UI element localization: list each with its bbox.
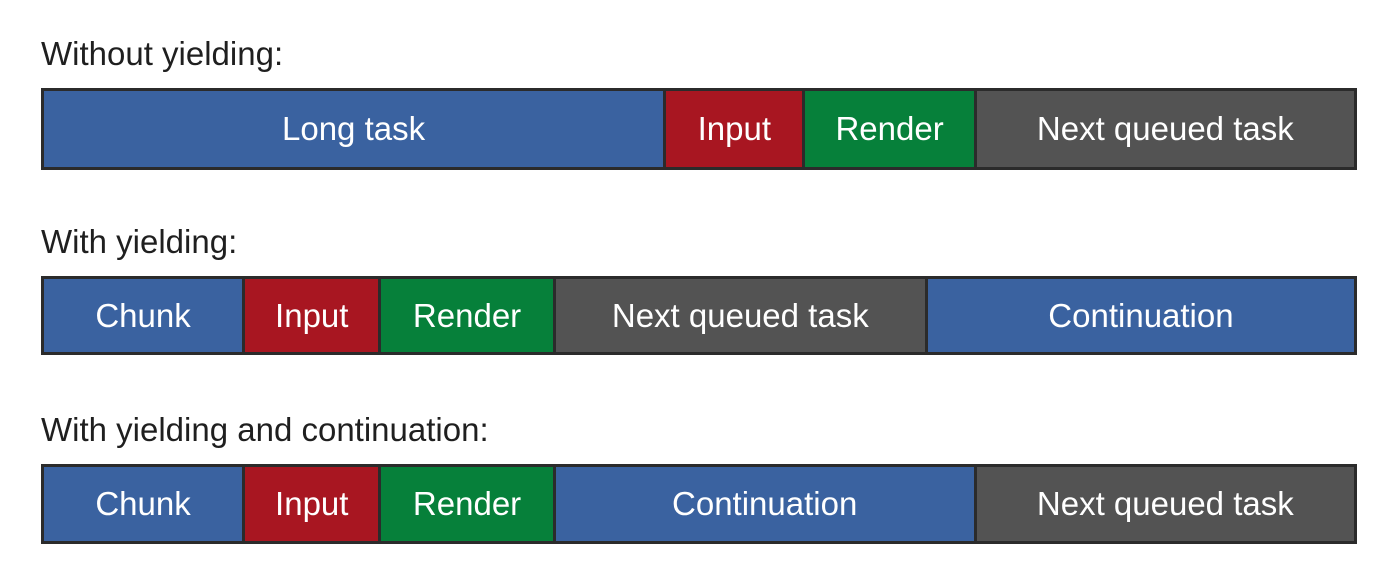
timeline-segment-continuation: Continuation <box>927 279 1354 352</box>
scenario-label: Without yielding: <box>41 35 284 72</box>
segment-label: Render <box>835 110 944 147</box>
timeline-segment-render: Render <box>381 279 556 352</box>
scenario-with-yielding-and-continuation: With yielding and continuation: Chunk In… <box>41 410 1357 544</box>
timeline-segment-input: Input <box>666 91 806 167</box>
segment-label: Continuation <box>1048 296 1234 334</box>
timeline-segment-long-task: Long task <box>44 91 667 167</box>
segment-label: Input <box>697 110 771 147</box>
timeline-segment-next-queued-task: Next queued task <box>976 91 1354 167</box>
timeline-segment-next-queued-task: Next queued task <box>976 467 1354 541</box>
segment-label: Long task <box>282 110 426 147</box>
segment-label: Next queued task <box>1036 110 1294 147</box>
segment-label: Render <box>412 485 522 522</box>
segment-label: Next queued task <box>611 296 869 334</box>
timeline-bar: Chunk Input Render Continuation Next que… <box>41 464 1357 544</box>
timeline-bar: Chunk Input Render Next queued task Cont… <box>41 276 1357 355</box>
timeline-segment-next-queued-task: Next queued task <box>555 279 928 352</box>
scenario-label: With yielding and continuation: <box>41 411 489 448</box>
scenario-label: With yielding: <box>41 223 238 260</box>
timeline-segment-render: Render <box>805 91 977 167</box>
timeline-segment-chunk: Chunk <box>44 467 246 541</box>
timeline-segment-continuation: Continuation <box>555 467 977 541</box>
segment-label: Render <box>412 296 522 334</box>
timeline-bar: Long task Input Render Next queued task <box>41 88 1357 170</box>
segment-label: Continuation <box>672 485 858 522</box>
timeline-segment-render: Render <box>381 467 556 541</box>
segment-label: Chunk <box>95 296 191 334</box>
segment-label: Next queued task <box>1036 485 1294 522</box>
segment-label: Chunk <box>95 485 191 522</box>
scenario-without-yielding: Without yielding: Long task Input Render… <box>41 34 1357 170</box>
timeline-segment-chunk: Chunk <box>44 279 246 352</box>
timeline-segment-input: Input <box>245 279 382 352</box>
timeline-segment-input: Input <box>245 467 382 541</box>
segment-label: Input <box>275 296 349 334</box>
segment-label: Input <box>275 485 349 522</box>
scenario-with-yielding: With yielding: Chunk Input Render Next q… <box>41 222 1357 355</box>
